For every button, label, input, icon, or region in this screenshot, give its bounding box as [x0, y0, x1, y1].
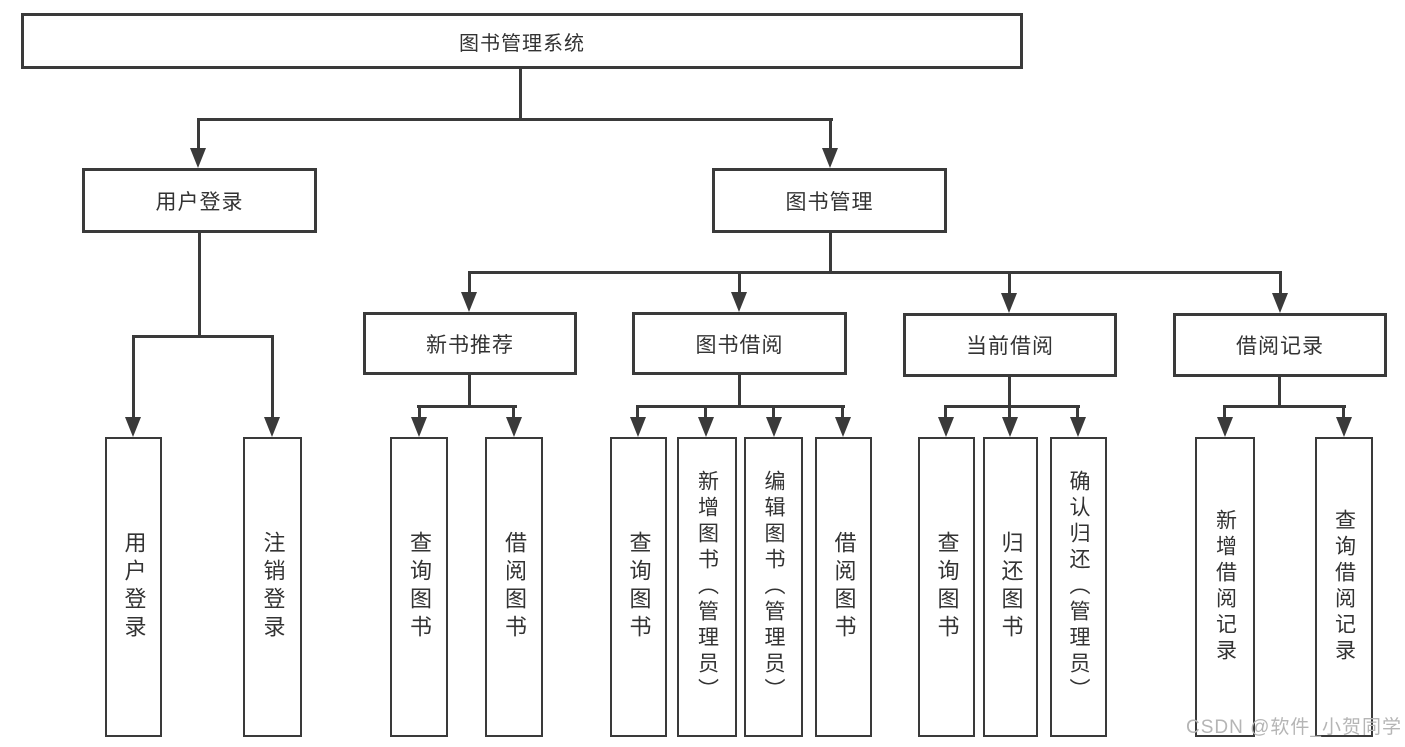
- arrow-into-current-borrow: [1001, 293, 1017, 313]
- connector-current-c3-drop: [1076, 405, 1079, 418]
- leaf-recommend-borrow-books-label: 借阅图书: [502, 531, 527, 643]
- connector-current-drop: [1008, 271, 1011, 295]
- node-book-management-label: 图书管理: [785, 190, 874, 214]
- leaf-borrow-borrow-books: 借阅图书: [815, 437, 872, 737]
- connector-level2-rail: [197, 118, 833, 121]
- arrow-into-records-query: [1336, 417, 1352, 437]
- arrow-into-current-confirm: [1070, 417, 1086, 437]
- csdn-watermark: CSDN @软件_小贺同学: [1186, 717, 1402, 738]
- connector-records-c2-drop: [1342, 405, 1345, 418]
- node-user-login: 用户登录: [82, 168, 317, 233]
- node-borrow-records-label: 借阅记录: [1236, 335, 1324, 358]
- leaf-logout: 注销登录: [243, 437, 302, 737]
- leaf-borrow-query-books: 查询图书: [610, 437, 667, 737]
- connector-login-stem: [198, 233, 201, 338]
- leaf-borrow-borrow-books-label: 借阅图书: [831, 531, 857, 643]
- node-borrow-records: 借阅记录: [1173, 313, 1387, 377]
- node-book-borrow: 图书借阅: [632, 312, 847, 375]
- node-new-book-recommend-label: 新书推荐: [426, 333, 514, 357]
- leaf-confirm-return-admin: 确认归还（管理员）: [1050, 437, 1107, 737]
- connector-current-rail: [944, 405, 1080, 408]
- arrow-into-leaf-user-login: [125, 417, 141, 437]
- leaf-edit-book-admin-label: 编辑图书（管理员）: [762, 470, 785, 704]
- leaf-edit-book-admin: 编辑图书（管理员）: [744, 437, 803, 737]
- node-new-book-recommend: 新书推荐: [363, 312, 577, 375]
- leaf-confirm-return-admin-label: 确认归还（管理员）: [1067, 470, 1090, 704]
- connector-borrow-stem: [738, 375, 741, 408]
- connector-borrow-c4-drop: [841, 405, 844, 418]
- leaf-add-book-admin: 新增图书（管理员）: [677, 437, 737, 737]
- connector-borrow-c1-drop: [636, 405, 639, 418]
- leaf-return-book-label: 归还图书: [998, 531, 1024, 643]
- connector-records-stem: [1278, 377, 1281, 408]
- connector-root-stem: [519, 69, 522, 119]
- arrow-into-book-borrow: [731, 292, 747, 312]
- arrow-into-records-add: [1217, 417, 1233, 437]
- leaf-return-book: 归还图书: [983, 437, 1038, 737]
- leaf-query-borrow-record: 查询借阅记录: [1315, 437, 1373, 737]
- leaf-add-borrow-record-label: 新增借阅记录: [1213, 509, 1237, 665]
- connector-records-c1-drop: [1223, 405, 1226, 418]
- leaf-current-query-books-label: 查询图书: [934, 531, 960, 643]
- connector-borrow-c2-drop: [704, 405, 707, 418]
- connector-records-drop: [1279, 271, 1282, 295]
- connector-login-child2-drop: [271, 335, 274, 419]
- connector-borrow-c3-drop: [772, 405, 775, 418]
- connector-recommend-rail: [417, 405, 517, 408]
- arrow-into-current-query: [938, 417, 954, 437]
- connector-recommend-stem: [468, 375, 471, 408]
- node-book-borrow-label: 图书借阅: [695, 333, 784, 357]
- node-root-label: 图书管理系统: [459, 32, 585, 55]
- arrow-into-borrow-records: [1272, 293, 1288, 313]
- connector-borrow-drop: [738, 271, 741, 294]
- node-current-borrow: 当前借阅: [903, 313, 1117, 377]
- arrow-into-recommend-borrow: [506, 417, 522, 437]
- arrow-into-user-login: [190, 148, 206, 168]
- connector-records-rail: [1223, 405, 1346, 408]
- leaf-user-login-label: 用户登录: [121, 531, 147, 643]
- connector-level3-rail: [468, 271, 1282, 274]
- node-root: 图书管理系统: [21, 13, 1023, 69]
- arrow-into-leaf-logout: [264, 417, 280, 437]
- connector-recommend-c2-drop: [512, 405, 515, 418]
- node-current-borrow-label: 当前借阅: [966, 335, 1054, 358]
- connector-login-drop: [197, 118, 200, 151]
- connector-mgmt-drop: [829, 118, 832, 151]
- leaf-add-borrow-record: 新增借阅记录: [1195, 437, 1255, 737]
- connector-recommend-drop: [468, 271, 471, 294]
- leaf-query-borrow-record-label: 查询借阅记录: [1332, 509, 1356, 665]
- connector-mgmt-stem: [829, 233, 832, 274]
- arrow-into-current-return: [1002, 417, 1018, 437]
- arrow-into-borrow-query: [630, 417, 646, 437]
- connector-current-c1-drop: [944, 405, 947, 418]
- leaf-borrow-query-books-label: 查询图书: [626, 531, 652, 643]
- leaf-recommend-query-books: 查询图书: [390, 437, 448, 737]
- arrow-into-borrow-borrow: [835, 417, 851, 437]
- leaf-user-login: 用户登录: [105, 437, 162, 737]
- connector-login-rail: [132, 335, 274, 338]
- leaf-current-query-books: 查询图书: [918, 437, 975, 737]
- arrow-into-book-management: [822, 148, 838, 168]
- connector-login-child1-drop: [132, 335, 135, 419]
- arrow-into-new-book-recommend: [461, 292, 477, 312]
- leaf-add-book-admin-label: 新增图书（管理员）: [695, 470, 719, 704]
- arrow-into-recommend-query: [411, 417, 427, 437]
- leaf-recommend-borrow-books: 借阅图书: [485, 437, 543, 737]
- leaf-recommend-query-books-label: 查询图书: [407, 531, 432, 643]
- connector-recommend-c1-drop: [418, 405, 421, 418]
- connector-borrow-rail: [636, 405, 845, 408]
- arrow-into-borrow-add: [698, 417, 714, 437]
- arrow-into-borrow-edit: [766, 417, 782, 437]
- node-user-login-label: 用户登录: [155, 190, 244, 214]
- connector-current-c2-drop: [1008, 405, 1011, 418]
- leaf-logout-label: 注销登录: [260, 531, 286, 643]
- node-book-management: 图书管理: [712, 168, 947, 233]
- connector-current-stem: [1008, 377, 1011, 408]
